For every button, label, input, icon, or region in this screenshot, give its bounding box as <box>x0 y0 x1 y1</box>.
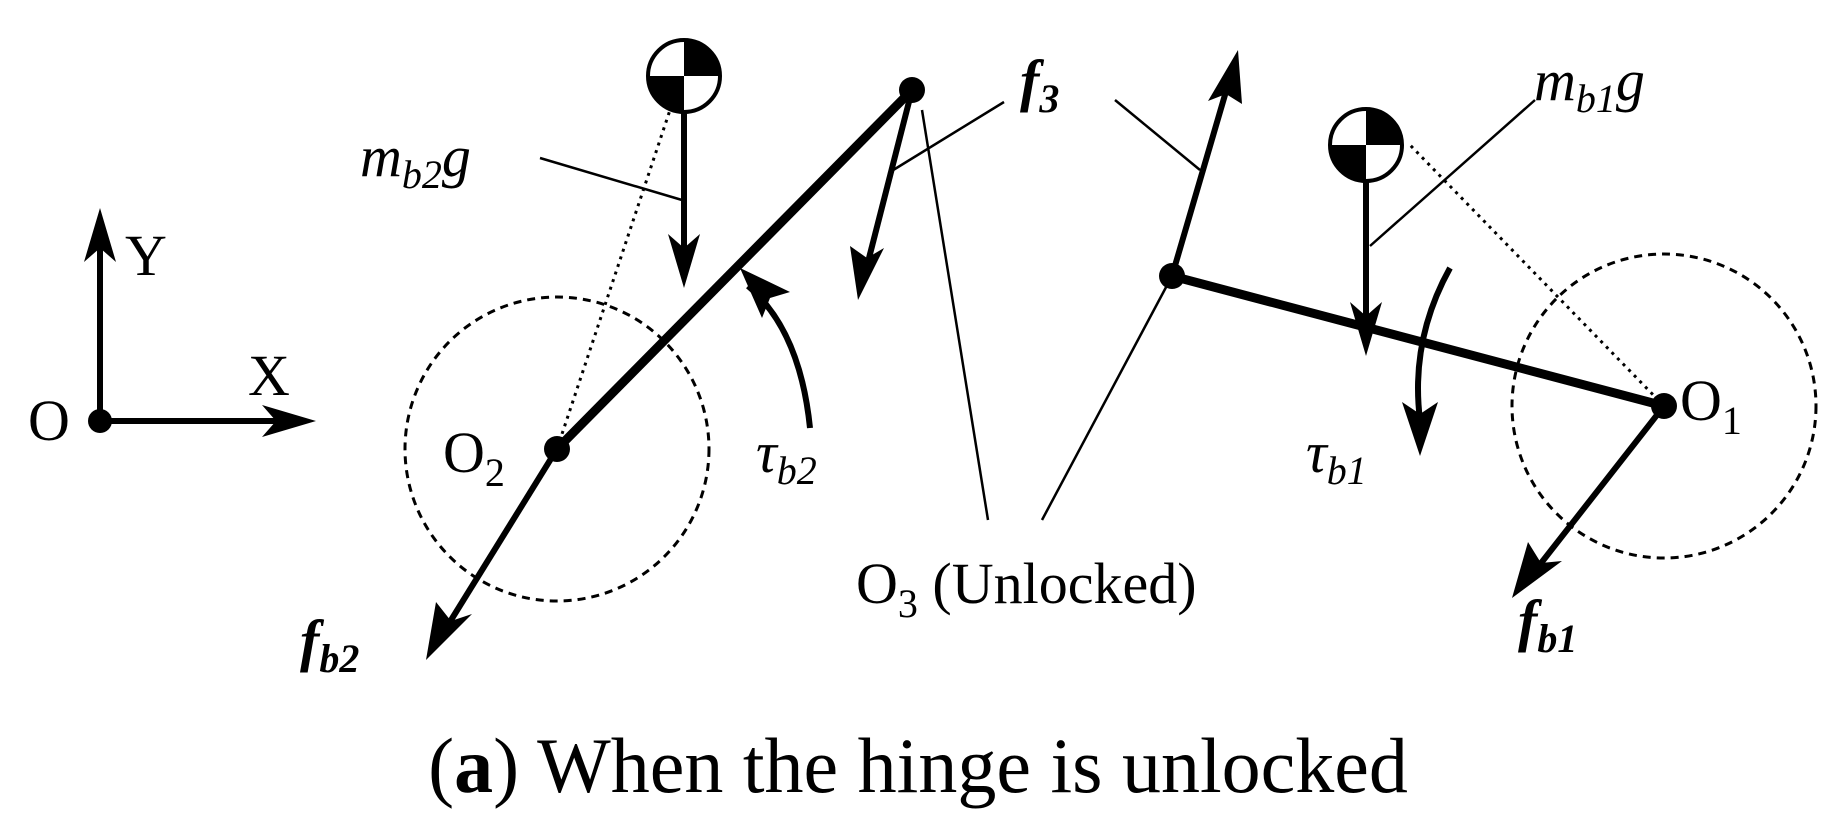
force-f3-left-arrow <box>850 89 915 300</box>
force-f3-right-arrow <box>1169 50 1242 277</box>
fb2-label: fb2 <box>300 608 359 681</box>
torque-tau-b1-arrow <box>1402 266 1453 456</box>
leader-lines <box>539 99 1536 521</box>
x-axis-arrowhead <box>262 405 316 437</box>
gravity-mb1g-arrow <box>1350 178 1382 356</box>
joint-o1-circle <box>1510 252 1818 560</box>
coordinate-axes: O Y X <box>28 208 316 453</box>
link-2 <box>553 86 916 453</box>
origin-label: O <box>28 388 70 453</box>
com-b1-symbol <box>1328 107 1404 183</box>
figure-caption: (a) When the hinge is unlocked <box>428 722 1408 809</box>
gravity-mb2g-arrow <box>668 112 700 288</box>
tau-b1-label: τb1 <box>1306 420 1367 493</box>
f3-label: f3 <box>1020 48 1059 121</box>
o2-label: O2 <box>443 420 505 495</box>
fb1-label: fb1 <box>1518 588 1577 661</box>
mb1g-label: mb1g <box>1534 48 1645 121</box>
link-1 <box>1170 271 1666 411</box>
torque-tau-b2-arrow <box>740 268 813 429</box>
joint-o2-circle <box>403 295 711 603</box>
o1-label: O1 <box>1680 368 1742 443</box>
y-axis-label: Y <box>125 223 167 288</box>
com-b2-symbol <box>646 38 722 114</box>
y-axis-arrowhead <box>84 208 116 262</box>
tau-b2-label: τb2 <box>756 420 817 493</box>
mb2g-label: mb2g <box>360 124 471 197</box>
o3-label: O3 (Unlocked) <box>856 551 1197 626</box>
force-fb2-arrow <box>426 447 560 660</box>
origin-point <box>88 409 112 433</box>
x-axis-label: X <box>248 343 290 408</box>
com2-dotted-line <box>555 79 682 450</box>
force-fb1-arrow <box>1512 404 1667 598</box>
